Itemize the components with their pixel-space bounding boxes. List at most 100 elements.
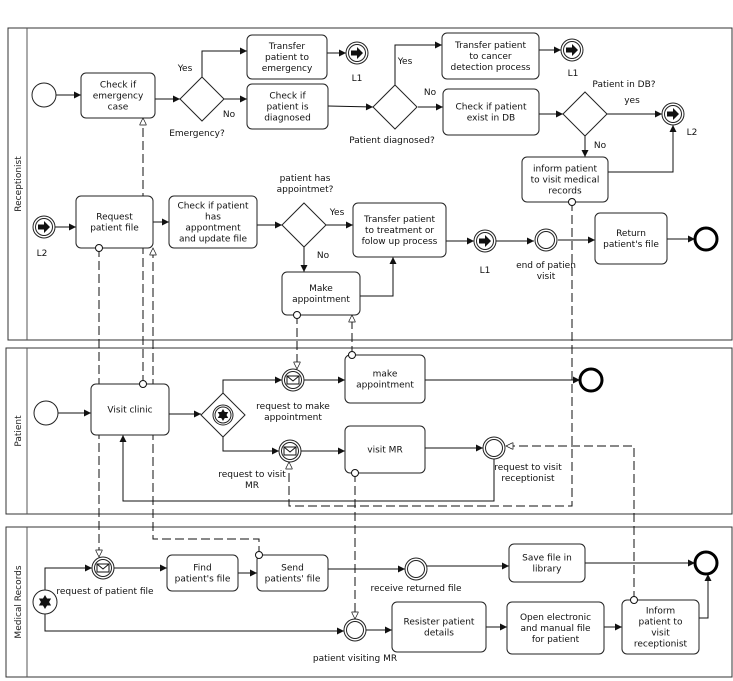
task-label-line: appointment	[356, 381, 414, 391]
task-label-line: patient to	[265, 53, 309, 63]
label-line: visit	[537, 272, 556, 282]
event-link-l1-c[interactable]	[473, 229, 497, 253]
label-line: No	[317, 251, 330, 261]
event-link-l1-a[interactable]	[345, 41, 369, 65]
event-end-visit[interactable]	[534, 228, 558, 252]
task-label-line: appointment	[292, 295, 350, 305]
gateway-diagnosed[interactable]	[372, 84, 418, 130]
event-req-make-appt[interactable]	[281, 368, 305, 392]
label-diagnosed-yes: Yes	[397, 57, 413, 67]
label-line: appointment	[264, 413, 322, 423]
task-visit-mr[interactable]: visit MR	[344, 425, 426, 474]
event-link-l2-b[interactable]	[32, 215, 56, 239]
event-patient-visiting[interactable]	[343, 618, 367, 642]
event-start-p[interactable]	[33, 400, 59, 426]
task-label: Visit clinic	[107, 406, 152, 416]
label-line: Patient in DB?	[592, 80, 655, 90]
event-link-l1-b[interactable]	[560, 38, 584, 62]
lane-title-medical-records: Medical Records	[14, 565, 24, 638]
lane-title-receptionist: Receptionist	[14, 156, 24, 212]
label-link-l1-c: L1	[480, 266, 491, 276]
label-line: L2	[687, 128, 698, 138]
sequence-flow	[44, 614, 344, 635]
label-emergency-no: No	[223, 110, 236, 120]
event-start-r[interactable]	[31, 82, 57, 108]
event-start-mr[interactable]	[32, 589, 58, 615]
gateway-appointment[interactable]	[281, 202, 327, 248]
task-label-line: Transfer patient	[363, 215, 436, 225]
label-diagnosed-no: No	[424, 88, 437, 98]
task-label-line: Inform	[646, 607, 675, 617]
label-line: Yes	[329, 208, 345, 218]
gateway-event-based[interactable]	[200, 392, 246, 438]
task-label-line: Transfer	[268, 42, 305, 52]
task-label-line: records	[548, 187, 582, 197]
sequence-flow	[44, 564, 92, 590]
event-end-p[interactable]	[578, 367, 604, 393]
label-receive-file: receive returned file	[370, 584, 462, 594]
task-label-line: Return	[616, 229, 646, 239]
right-arrow-icon	[479, 235, 491, 247]
task-label-line: patient file	[90, 224, 139, 234]
message-flow-source	[348, 351, 356, 359]
label-line: receive returned file	[370, 584, 462, 594]
event-link-l2-a[interactable]	[661, 102, 685, 126]
task-visit-clinic[interactable]: Visit clinic	[90, 383, 170, 436]
event-receive-file[interactable]	[404, 557, 428, 581]
gateway-emergency[interactable]	[179, 76, 225, 122]
pool-medical-records: Medical Records	[5, 526, 733, 678]
task-label-line: diagnosed	[264, 114, 311, 124]
event-end-mr[interactable]	[693, 550, 719, 576]
event-end-r[interactable]	[693, 226, 719, 252]
task-label-line: Send	[281, 564, 304, 574]
task-label-line: detection process	[451, 63, 531, 73]
task-label-line: to cancer	[469, 52, 512, 62]
label-patient-visiting: patient visiting MR	[313, 654, 397, 664]
event-req-patient-file[interactable]	[91, 556, 115, 580]
event-req-visit-recep[interactable]	[482, 436, 506, 460]
label-line: request to make	[256, 402, 330, 412]
gateway-in-db[interactable]	[562, 91, 608, 137]
label-line: No	[424, 88, 437, 98]
label-in-db-q: Patient in DB?	[592, 80, 655, 90]
task-label-line: Transfer patient	[454, 41, 527, 51]
task-label-line: Request	[96, 213, 133, 223]
label-appointment-no: No	[317, 251, 330, 261]
label-emergency-yes: Yes	[177, 64, 193, 74]
right-arrow-icon	[566, 44, 578, 56]
task-label-line: and update file	[179, 235, 248, 245]
task-label-line: patient's file	[603, 240, 659, 250]
sequence-flow	[119, 435, 495, 502]
event-req-visit-mr[interactable]	[278, 439, 302, 463]
task-label-line: Check if patient	[455, 103, 527, 113]
